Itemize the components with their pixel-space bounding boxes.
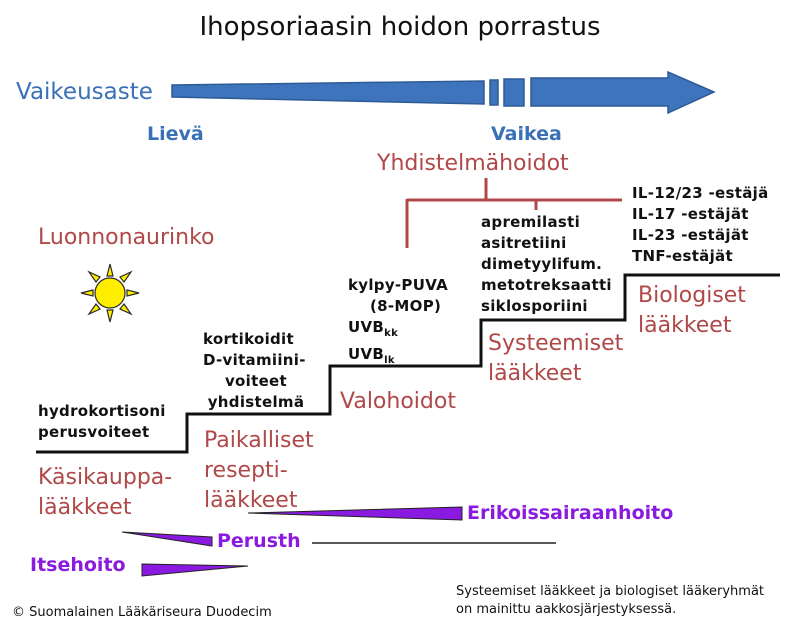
category-line: Paikalliset	[204, 428, 314, 453]
drug-item: IL-12/23 -estäjä	[632, 184, 769, 202]
alphabetical-note: Systeemiset lääkkeet ja biologiset lääke…	[456, 583, 764, 619]
category-line: lääkkeet	[488, 361, 582, 386]
uvb-text: UVB	[348, 318, 385, 336]
drug-item: hydrokortisoni	[38, 402, 166, 420]
specialist-care-label: Erikoissairaanhoito	[467, 502, 674, 524]
step1-category: Käsikauppa- lääkkeet	[38, 463, 172, 523]
step5-category: Biologiset lääkkeet	[638, 281, 746, 341]
step2-category: Paikalliset resepti- lääkkeet	[204, 426, 314, 516]
category-line: resepti-	[204, 458, 288, 483]
sunlight-label: Luonnonaurinko	[38, 225, 215, 250]
selfcare-wedge	[141, 563, 249, 577]
specialist-care-wedge	[247, 506, 463, 521]
drug-item: asitretiini	[481, 234, 567, 252]
drug-item: D-vitamiini-	[203, 351, 306, 369]
category-line: lääkkeet	[204, 488, 298, 513]
combination-bracket	[405, 178, 622, 248]
drug-item: perusvoiteet	[38, 423, 150, 441]
drug-item: kortikoidit	[203, 330, 294, 348]
severity-label: Vaikeusaste	[16, 79, 153, 105]
category-line: Systeemiset	[488, 331, 624, 356]
category-line: Käsikauppa-	[38, 465, 173, 490]
drug-item: siklosporiini	[481, 297, 588, 315]
note-line: Systeemiset lääkkeet ja biologiset lääke…	[456, 584, 765, 599]
diagram-title: Ihopsoriaasin hoidon porrastus	[199, 12, 601, 42]
drug-item: (8-MOP)	[370, 297, 442, 315]
drug-item: yhdistelmä	[207, 393, 305, 411]
primary-care-wedge	[121, 531, 213, 547]
severity-severe: Vaikea	[491, 123, 562, 145]
step3-category: Valohoidot	[340, 387, 456, 417]
drug-item: metotreksaatti	[481, 276, 612, 294]
drug-item: apremilasti	[481, 213, 581, 231]
step4-category: Systeemiset lääkkeet	[488, 329, 623, 389]
category-line: Valohoidot	[340, 389, 456, 414]
step4-drugs: apremilasti asitretiini dimetyylifum. me…	[481, 212, 612, 317]
severity-mild: Lievä	[147, 123, 204, 145]
drug-item: TNF-estäjät	[632, 247, 733, 265]
step1-drugs: hydrokortisoni perusvoiteet	[38, 401, 166, 443]
primary-care-label: Perusth	[217, 530, 301, 552]
treatment-staircase	[36, 273, 780, 454]
drug-item: dimetyylifum.	[481, 255, 603, 273]
drug-item: kylpy-PUVA	[348, 276, 449, 294]
step3-drugs: kylpy-PUVA (8-MOP) UVBkk UVBlk	[348, 275, 448, 371]
uvb-subscript: kk	[384, 328, 399, 339]
copyright: © Suomalainen Lääkäriseura Duodecim	[12, 605, 272, 620]
step2-drugs: kortikoidit D-vitamiini- voiteet yhdiste…	[203, 329, 309, 413]
category-line: Biologiset	[638, 283, 746, 308]
category-line: lääkkeet	[638, 313, 732, 338]
selfcare-label: Itsehoito	[30, 554, 126, 576]
uvb-text: UVB	[348, 345, 385, 363]
uvb-subscript: lk	[384, 355, 395, 366]
step5-drugs: IL-12/23 -estäjä IL-17 -estäjät IL-23 -e…	[632, 183, 769, 267]
uvb-kk-item: UVBkk	[348, 317, 448, 344]
combination-label: Yhdistelmähoidot	[377, 151, 569, 176]
sun-icon	[80, 263, 140, 323]
drug-item: voiteet	[224, 372, 287, 390]
note-line: on mainittu aakkosjärjestyksessä.	[456, 602, 677, 617]
category-line: lääkkeet	[38, 495, 132, 520]
drug-item: IL-23 -estäjät	[632, 226, 749, 244]
uvb-lk-item: UVBlk	[348, 344, 448, 371]
drug-item: IL-17 -estäjät	[632, 205, 749, 223]
severity-arrow	[171, 70, 716, 115]
